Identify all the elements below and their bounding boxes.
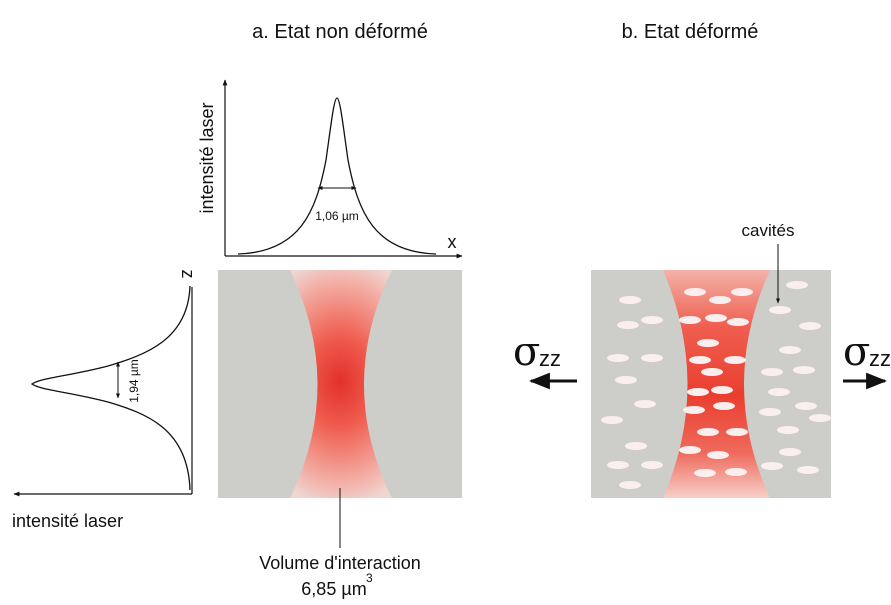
cavity [634,400,656,408]
top-width-label: 1,06 µm [315,209,359,223]
cavity [725,468,747,476]
cavity [759,408,781,416]
cavity [731,288,753,296]
left-sigma-symbol: σ [513,329,540,375]
cavity [779,448,801,456]
cavity [797,466,819,474]
cavity [724,356,746,364]
cavity [641,461,663,469]
left-stress: σ zz [513,329,577,390]
undeformed-sample [218,270,462,548]
cavity [619,481,641,489]
interaction-volume-exponent: 3 [366,571,373,585]
interaction-volume-caption: Volume d'interaction [259,553,421,573]
cavity [779,346,801,354]
right-sigma-symbol: σ [843,329,870,375]
cavities-label: cavités [742,221,795,240]
cavity [641,316,663,324]
top-intensity-profile: 1,06 µm intensité laser x [197,79,463,259]
cavity [761,462,783,470]
top-profile-x-label: x [448,232,457,252]
cavity [697,339,719,347]
cavity-group [601,281,831,489]
cavity [687,388,709,396]
side-profile-x-label: intensité laser [12,511,123,531]
cavity [641,354,663,362]
cavity [619,296,641,304]
cavity [777,426,799,434]
cavity [727,318,749,326]
interaction-volume-value: 6,85 µm [301,579,366,599]
cavity [697,428,719,436]
side-profile-z-label: z [178,270,198,279]
cavity [799,322,821,330]
right-stress: σ zz [843,329,891,390]
top-gaussian-curve [237,97,437,255]
cavity [683,406,705,414]
cavity [761,368,783,376]
cavity [615,376,637,384]
cavity [726,428,748,436]
top-profile-y-label: intensité laser [197,102,217,213]
panel-a-title: a. Etat non déformé [252,21,428,43]
cavity [701,368,723,376]
deformed-sample [591,270,831,498]
cavity [769,306,791,314]
cavity [793,366,815,374]
right-sigma-subscript: zz [869,346,891,371]
cavity [684,288,706,296]
side-width-label: 1,94 µm [127,359,141,403]
side-gaussian-curve [30,285,191,491]
panel-b-title: b. Etat déformé [622,21,759,43]
cavity [679,446,701,454]
side-intensity-profile: 1,94 µm z intensité laser [12,270,198,532]
cavity [709,296,731,304]
cavity [795,402,817,410]
cavity [694,469,716,477]
cavity [711,386,733,394]
cavity [679,316,701,324]
cavity [768,388,790,396]
cavity [809,414,831,422]
cavity [786,281,808,289]
cavity [707,451,729,459]
cavity [601,416,623,424]
cavity [705,314,727,322]
cavity [607,354,629,362]
cavity [607,461,629,469]
cavity [713,402,735,410]
cavity [625,442,647,450]
cavity [617,321,639,329]
left-sigma-subscript: zz [539,346,561,371]
cavity [689,356,711,364]
